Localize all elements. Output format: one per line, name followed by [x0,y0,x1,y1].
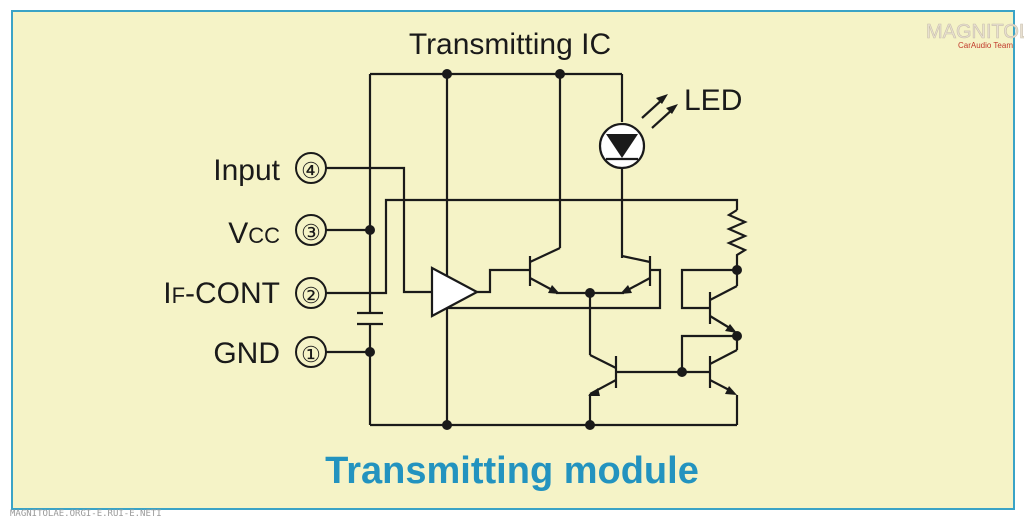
transistor-bottom-right [680,334,739,425]
capacitor-symbol [357,311,383,326]
transistor-left [528,74,562,294]
transistor-right [620,254,652,294]
pin1-label: GND [213,337,280,370]
pin2-label: IF-CONT [163,277,280,310]
pin4-label: Input [213,154,280,187]
node-gnd [365,347,375,357]
pin1-number: ① [301,342,321,367]
led-symbol [598,74,678,258]
svg-text:MAGNITOLA: MAGNITOLA [926,21,1024,43]
led-label: LED [684,84,742,117]
footer-text: MAGNITOLAE.ORGI-E.RUI-E.NETI [10,509,162,519]
node-emitter-right [732,331,742,341]
pin-wires [326,166,739,354]
svg-text:CarAudio Team: CarAudio Team [958,41,1013,50]
transistor-upper-right [680,268,739,350]
pin3-label: VCC [228,217,280,250]
node-bottom-447 [442,420,452,430]
module-title: Transmitting module [325,450,699,492]
transistor-bottom-left [588,354,710,425]
node-vcc [365,225,375,235]
resistor-symbol [726,209,748,270]
pin4-number: ④ [301,158,321,183]
ic-title: Transmitting IC [409,28,611,61]
ic-outline [368,72,737,427]
pin2-number: ② [301,283,321,308]
diagram-panel [11,10,1015,510]
watermark-logo: MAGNITOLA CarAudio Team [926,21,1024,50]
buffer-amplifier [430,266,662,318]
pin3-number: ③ [301,220,321,245]
